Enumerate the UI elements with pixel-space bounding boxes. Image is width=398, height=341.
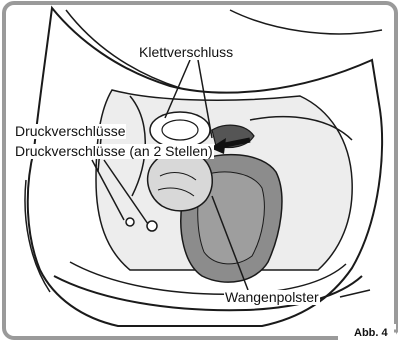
hand-fingers (148, 151, 213, 211)
label-snaps: Druckverschlüsse (14, 124, 126, 139)
label-cheek-pad: Wangenpolster (224, 290, 320, 305)
label-velcro: Klettverschluss (138, 45, 234, 60)
label-snaps-two-places: Druckverschlüsse (an 2 Stellen) (14, 144, 214, 159)
figure-number: Abb. 4 (354, 327, 388, 339)
shell-edge-top (230, 10, 382, 34)
leader-wangen-end (340, 290, 370, 297)
snap-button-1 (126, 218, 134, 226)
snap-button-2 (147, 221, 157, 231)
